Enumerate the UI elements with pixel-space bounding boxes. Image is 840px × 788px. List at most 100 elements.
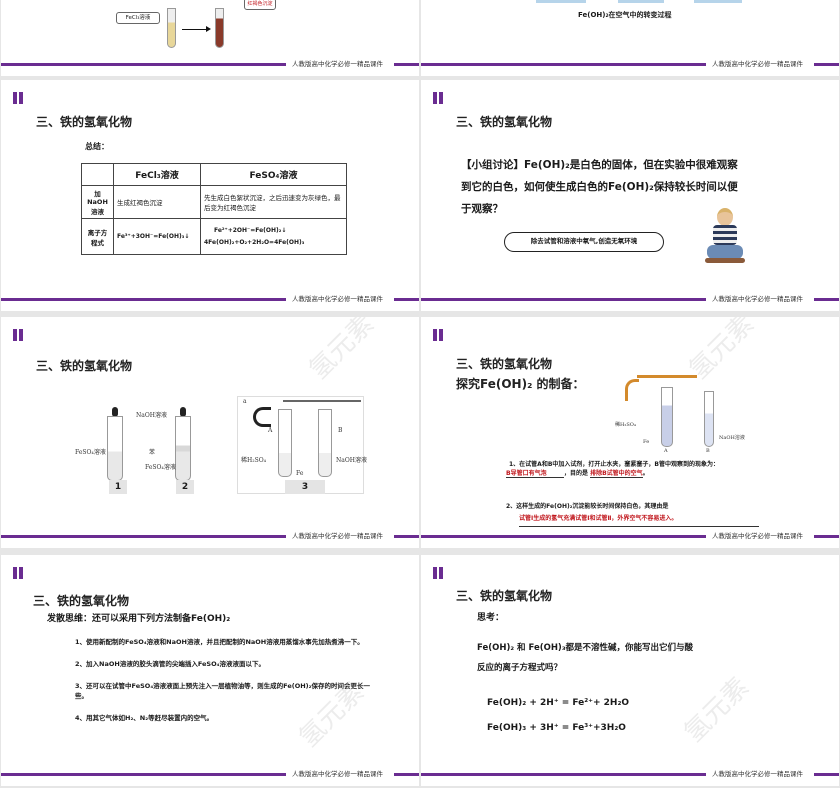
- slide-footer: 人教版高中化学必修一精品课件: [1, 768, 419, 780]
- discussion-question: 【小组讨论】Fe(OH)₂是白色的固体，但在实验中很难观察 到它的白色，如何使生…: [461, 154, 738, 220]
- dropper-bulb-icon: [180, 407, 186, 417]
- equation-2: Fe(OH)₃ + 3H⁺ = Fe³⁺+3H₂O: [487, 723, 626, 733]
- summary-subtitle: 总结：: [85, 142, 109, 151]
- slide-marker-icon: [433, 329, 443, 341]
- slide-thumbnail-fecl3-reaction[interactable]: FeCl₃溶液 红褐色沉淀 人教版高中化学必修一精品课件: [1, 0, 419, 76]
- answer-pill: 除去试管和溶液中氧气,创造无氧环境: [504, 232, 664, 252]
- footer-text: 人教版高中化学必修一精品课件: [292, 60, 383, 68]
- list-item: 2、加入NaOH溶液的胶头滴管的尖端插入FeSO₄溶液液面以下。: [75, 660, 265, 668]
- divergent-subtitle: 发散思维：还可以采用下列方法制备Fe(OH)₂: [47, 614, 231, 624]
- answer-blank-2: 排除B试管中的空气: [590, 470, 643, 478]
- image-strip-1: [536, 0, 586, 3]
- feso4-label: FeSO₄溶液: [145, 464, 176, 471]
- list-item: 3、还可以在试管中FeSO₄溶液液面上预先注入一层植物油等，则生成的Fe(OH)…: [75, 682, 371, 700]
- preparation-subtitle: 探究Fe(OH)₂ 的制备：: [456, 377, 585, 391]
- test-tube-brown: [215, 8, 224, 48]
- slide-footer: 人教版高中化学必修一精品课件: [421, 530, 839, 542]
- table-header-feso4: FeSO₄溶液: [200, 163, 347, 186]
- cell-fecl3: Fe³⁺+3OH⁻=Fe(OH)₃↓: [113, 218, 201, 255]
- row-label: 离子方程式: [81, 218, 114, 255]
- equation-line-2: 4Fe(OH)₂+O₂+2H₂O=4Fe(OH)₃: [204, 239, 305, 246]
- question-line: Fe(OH)₂ 和 Fe(OH)₃都是不溶性碱，你能写出它们与酸: [477, 643, 694, 653]
- table-row: 加NaOH溶液 生成红褐色沉淀 先生成白色絮状沉淀，之后迅速变为灰绿色，最后变为…: [81, 185, 347, 219]
- feso4-label: FeSO₄溶液: [75, 449, 106, 456]
- cell-feso4: Fe²⁺+2OH⁻=Fe(OH)₂↓ 4Fe(OH)₂+O₂+2H₂O=4Fe(…: [200, 218, 347, 255]
- slide-thumbnail-discussion[interactable]: 三、铁的氢氧化物 【小组讨论】Fe(OH)₂是白色的固体，但在实验中很难观察 到…: [421, 80, 839, 311]
- figure-number: 1: [109, 480, 127, 494]
- footer-text: 人教版高中化学必修一精品课件: [292, 770, 383, 778]
- slide-thumbnail-feoh2-transformation[interactable]: Fe(OH)₂在空气中的转变过程 人教版高中化学必修一精品课件: [421, 0, 839, 76]
- tube-b-label: B: [338, 427, 343, 434]
- slide-thumbnail-apparatus[interactable]: 三、铁的氢氧化物 NaOH溶液 FeSO₄溶液 1 苯 FeSO₄溶液 2 a …: [1, 317, 419, 548]
- footer-text: 人教版高中化学必修一精品课件: [292, 532, 383, 540]
- slide-marker-icon: [433, 567, 443, 579]
- slide-marker-icon: [433, 92, 443, 104]
- equation-line-1: Fe²⁺+2OH⁻=Fe(OH)₂↓: [214, 227, 287, 234]
- section-title: 三、铁的氢氧化物: [456, 357, 553, 371]
- slide-footer: 人教版高中化学必修一精品课件: [1, 293, 419, 305]
- footer-text: 人教版高中化学必修一精品课件: [712, 770, 803, 778]
- answer-blank-1: B导管口有气泡: [506, 468, 564, 478]
- acid-label: 稀H₂SO₄: [241, 457, 267, 464]
- slide-thumbnail-summary[interactable]: 三、铁的氢氧化物 总结： FeCl₃溶液 FeSO₄溶液 加NaOH溶液 生成红…: [1, 80, 419, 311]
- figure-number: 3: [285, 480, 325, 494]
- tube-a-label: A: [664, 448, 668, 454]
- test-tube: [107, 416, 123, 481]
- slide-thumbnail-divergent-thinking[interactable]: 三、铁的氢氧化物 发散思维：还可以采用下列方法制备Fe(OH)₂ 1、使用新配制…: [1, 555, 419, 786]
- slide-marker-icon: [13, 567, 23, 579]
- watermark: 氢元素: [678, 672, 755, 749]
- slide-thumbnail-thinking[interactable]: 三、铁的氢氧化物 思考： Fe(OH)₂ 和 Fe(OH)₃都是不溶性碱，你能写…: [421, 555, 839, 786]
- test-tube-a: [278, 409, 292, 477]
- naoh-label: NaOH溶液: [336, 457, 367, 464]
- slide-footer: 人教版高中化学必修一精品课件: [1, 530, 419, 542]
- footer-text: 人教版高中化学必修一精品课件: [712, 532, 803, 540]
- equation-1: Fe(OH)₂ + 2H⁺ = Fe²⁺+ 2H₂O: [487, 698, 630, 708]
- method-list: 1、使用新配制的FeSO₄溶液和NaOH溶液，并且把配制的NaOH溶液用蒸馏水事…: [75, 637, 375, 723]
- test-tube-a: [661, 387, 673, 447]
- question-line: 于观察？: [461, 203, 503, 215]
- section-title: 三、铁的氢氧化物: [456, 589, 553, 603]
- q1-mid-text: ，目的是: [564, 470, 589, 477]
- slide-marker-icon: [13, 92, 23, 104]
- test-tube: [175, 416, 191, 481]
- slide-footer: 人教版高中化学必修一精品课件: [1, 58, 419, 70]
- arrow-right-icon: [182, 29, 208, 30]
- footer-text: 人教版高中化学必修一精品课件: [712, 295, 803, 303]
- clamp-label: a: [243, 398, 247, 405]
- thinking-subtitle: 思考：: [477, 613, 505, 623]
- fe-label: Fe: [643, 439, 650, 445]
- child-photo: [705, 208, 745, 268]
- orange-tube: [637, 375, 697, 378]
- table-header-empty: [81, 163, 114, 186]
- orange-tube-curve: [625, 379, 639, 401]
- footer-text: 人教版高中化学必修一精品课件: [292, 295, 383, 303]
- table-row: 离子方程式 Fe³⁺+3OH⁻=Fe(OH)₃↓ Fe²⁺+2OH⁻=Fe(OH…: [81, 218, 347, 255]
- question-1: 1、在试管A和B中加入试剂，打开止水夹，塞紧塞子，B管中观察到的现象为：: [509, 461, 719, 468]
- cell-feso4: 先生成白色絮状沉淀，之后迅速变为灰绿色，最后变为红褐色沉淀: [200, 185, 347, 219]
- slide-footer: 人教版高中化学必修一精品课件: [421, 768, 839, 780]
- list-item: 4、用其它气体如H₂、N₂等赶尽装置内的空气。: [75, 714, 214, 722]
- cell-fecl3: 生成红褐色沉淀: [113, 185, 201, 219]
- image-strip-2: [618, 0, 664, 3]
- arrow-head-icon: [206, 26, 211, 32]
- row-label: 加NaOH溶液: [81, 185, 114, 219]
- test-tube-b: [318, 409, 332, 477]
- footer-text: 人教版高中化学必修一精品课件: [712, 60, 803, 68]
- question-2: 2、这样生成的Fe(OH)₂沉淀能较长时间保持白色，其理由是: [506, 503, 669, 510]
- precipitate-callout: 红褐色沉淀: [244, 0, 276, 10]
- table-header-fecl3: FeCl₃溶液: [113, 163, 201, 186]
- fecl3-label-callout: FeCl₃溶液: [116, 12, 160, 24]
- naoh-label: NaOH溶液: [719, 435, 745, 441]
- test-tube-yellow: [167, 8, 176, 48]
- image-strip-3: [694, 0, 742, 3]
- watermark: 氢元素: [303, 317, 380, 386]
- q1-end-text: 。: [642, 470, 649, 477]
- naoh-label: NaOH溶液: [136, 412, 167, 419]
- acid-label: 稀H₂SO₄: [615, 422, 636, 428]
- figure-number: 2: [176, 480, 194, 494]
- slide-thumbnail-preparation[interactable]: 三、铁的氢氧化物 探究Fe(OH)₂ 的制备： 稀H₂SO₄ Fe NaOH溶液…: [421, 317, 839, 548]
- fe-label: Fe: [296, 470, 304, 477]
- tube-b-label: B: [706, 448, 710, 454]
- slide-footer: 人教版高中化学必修一精品课件: [421, 58, 839, 70]
- benzene-label: 苯: [149, 449, 156, 456]
